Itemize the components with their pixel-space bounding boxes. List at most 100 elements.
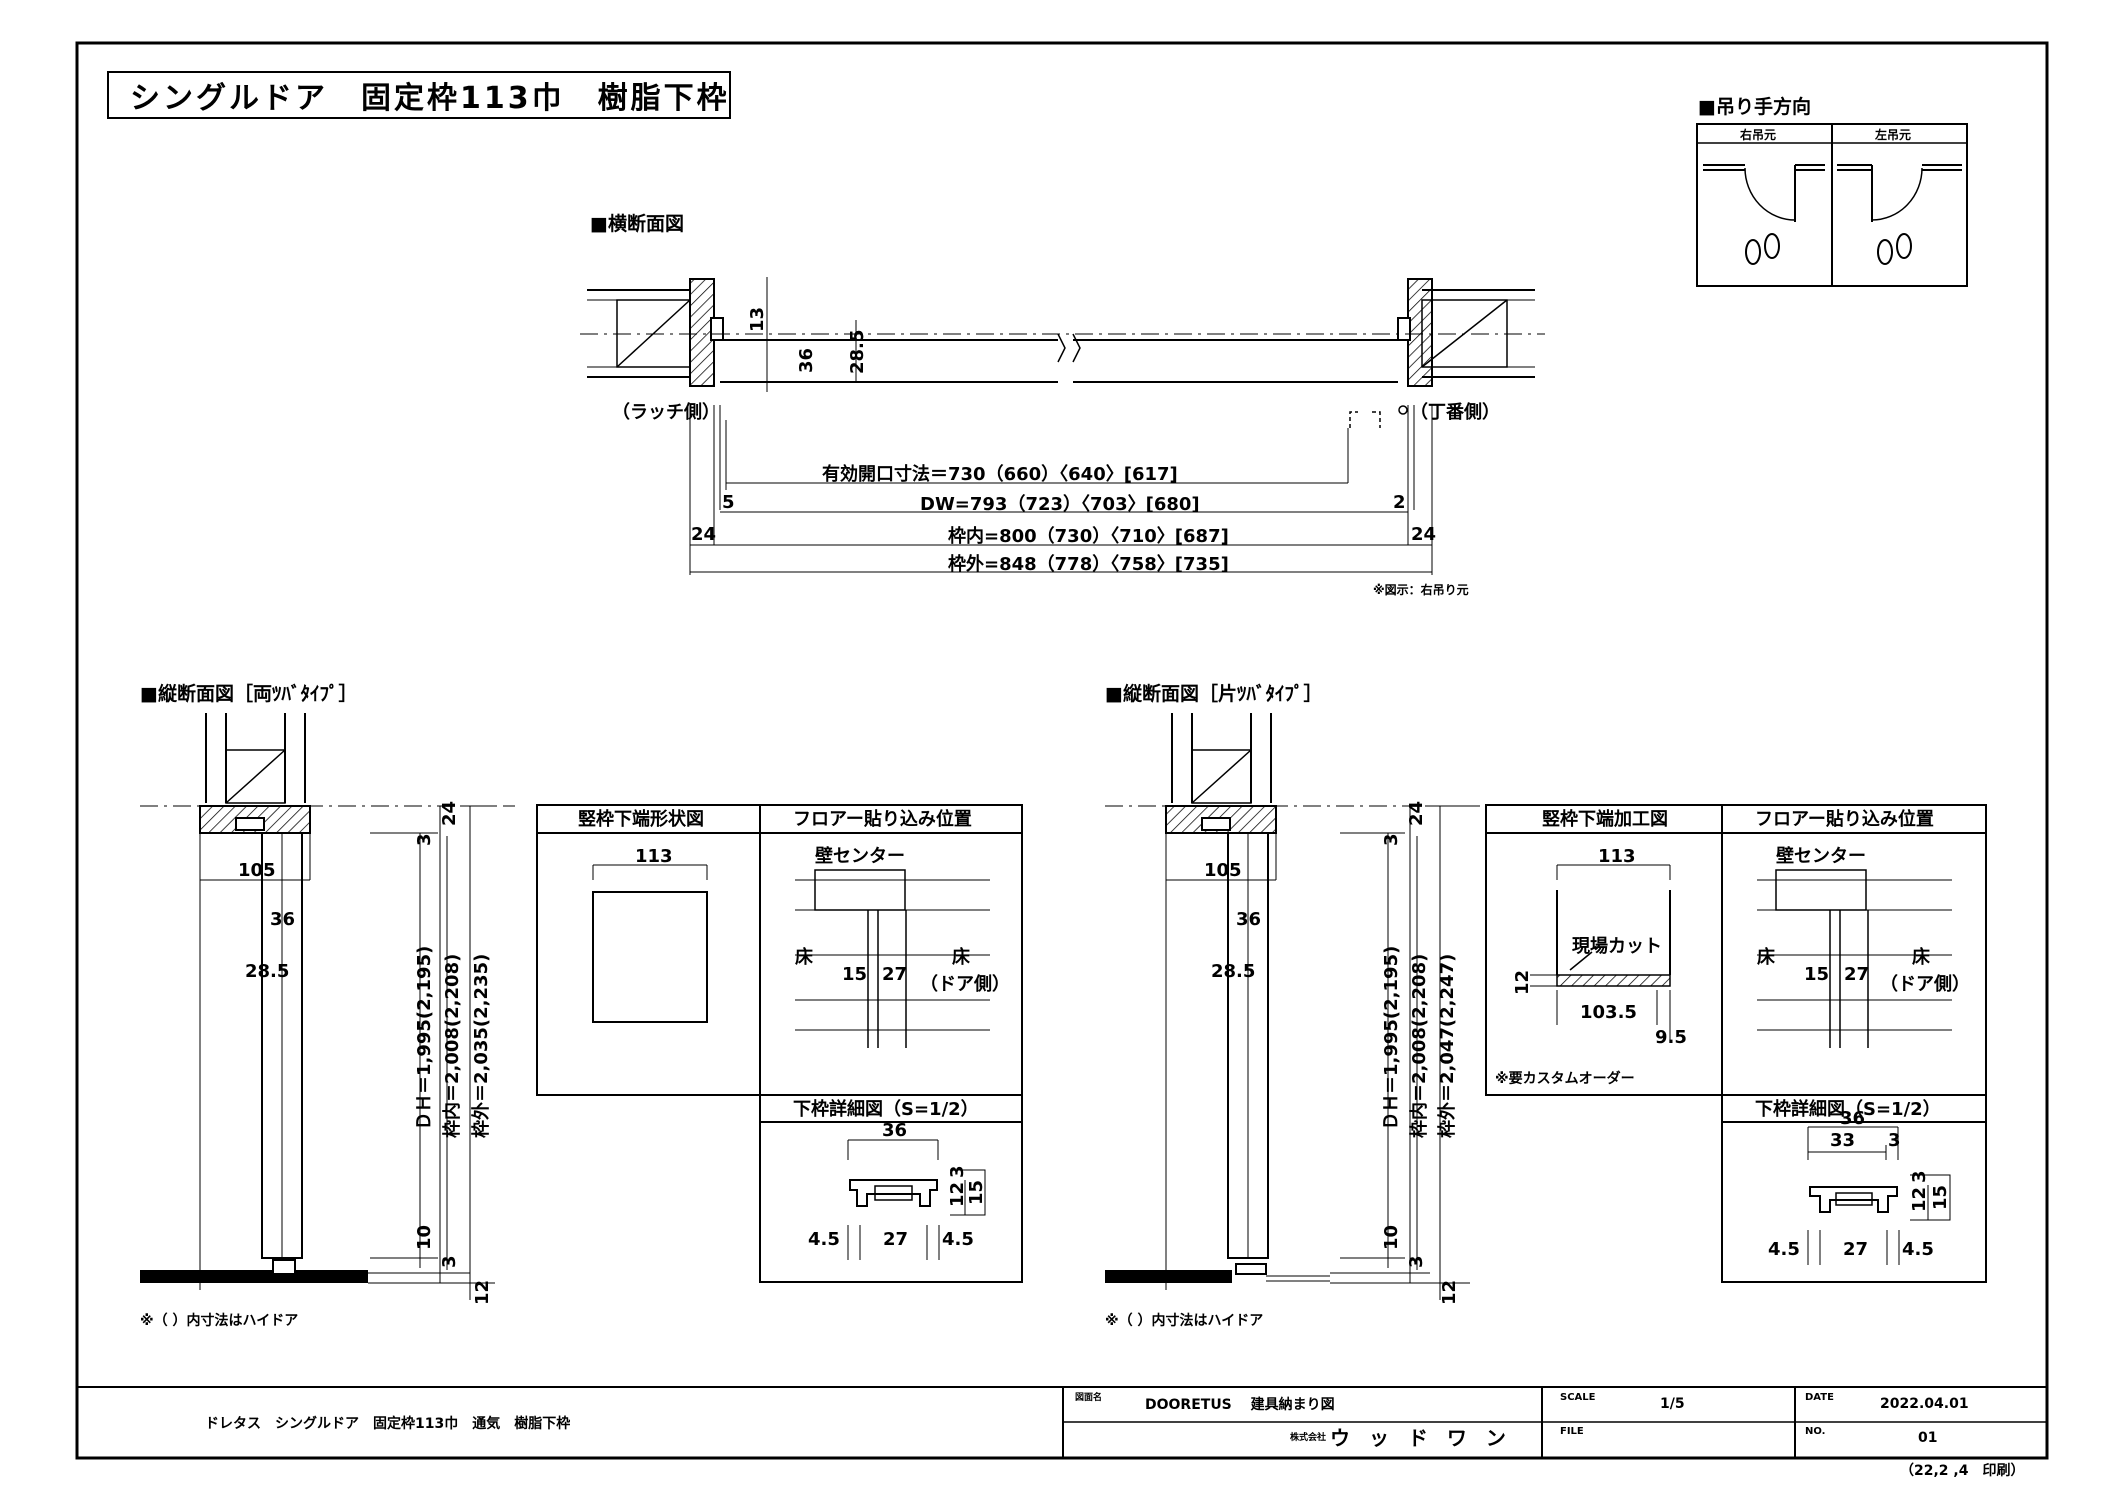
svg-text:15: 15: [1804, 964, 1829, 985]
svg-text:15: 15: [966, 1180, 987, 1205]
wall-center-label: 壁センター: [1776, 845, 1866, 867]
floor-position-title: フロアー貼り込み位置: [793, 808, 972, 830]
svg-text:15: 15: [1930, 1185, 1951, 1210]
footprint-icon: [1877, 233, 1912, 265]
left-section-heading: ■縦断面図［両ﾂﾊﾞﾀｲﾌﾟ］: [140, 682, 357, 705]
svg-text:DATE: DATE: [1805, 1392, 1834, 1403]
effective-opening-dim: 有効開口寸法＝730（660）〈640〉[617]: [822, 463, 1178, 485]
svg-text:27: 27: [1844, 964, 1869, 985]
svg-text:24: 24: [691, 524, 716, 545]
svg-text:床: 床: [1912, 946, 1931, 968]
right-frame-outer-dim: 枠外＝2,047(2,247): [1436, 954, 1458, 1138]
right-frame-inner-dim: 枠内＝2,008(2,208): [1408, 954, 1430, 1138]
left-dh-dim: ＤＨ＝1,995(2,195): [414, 946, 435, 1130]
right-section-note: ※（ ）内寸法はハイドア: [1105, 1312, 1263, 1329]
svg-text:3: 3: [1406, 1255, 1427, 1268]
page-title: シングルドア 固定枠113巾 樹脂下枠: [130, 81, 730, 116]
svg-text:36: 36: [796, 348, 817, 373]
company-name: ウ ッ ド ワ ン: [1330, 1426, 1512, 1450]
svg-text:（ドア側）: （ドア側）: [1880, 973, 1970, 995]
left-frame-outer-dim: 枠外＝2,035(2,235): [470, 954, 492, 1138]
svg-text:床: 床: [1757, 946, 1776, 968]
plan-section: ■横断面図 13 5 36 28.5 （ラッチ側） （丁番側）: [580, 212, 1545, 597]
custom-order-note: ※要カスタムオーダー: [1495, 1070, 1635, 1087]
drawing-name: DOORETUS 建具納まり図: [1145, 1396, 1335, 1413]
svg-text:2: 2: [1393, 492, 1406, 513]
svg-text:SCALE: SCALE: [1560, 1392, 1596, 1403]
frame-outer-dim: 枠外=848（778）〈758〉[735]: [948, 553, 1229, 575]
svg-text:4.5: 4.5: [942, 1229, 974, 1250]
svg-text:113: 113: [1598, 846, 1636, 867]
svg-text:36: 36: [1840, 1108, 1865, 1129]
svg-text:12: 12: [1909, 1187, 1930, 1212]
svg-text:12: 12: [1512, 970, 1533, 995]
svg-text:NO.: NO.: [1805, 1426, 1825, 1437]
wall-center-label: 壁センター: [815, 845, 905, 867]
svg-text:24: 24: [1411, 524, 1436, 545]
svg-text:5: 5: [847, 329, 868, 342]
svg-text:36: 36: [270, 909, 295, 930]
svg-text:12: 12: [1439, 1280, 1460, 1305]
svg-text:12: 12: [472, 1280, 493, 1305]
svg-text:27: 27: [1843, 1239, 1868, 1260]
svg-text:株式会社: 株式会社: [1290, 1431, 1326, 1443]
jamb-bottom-processing-title: 竪枠下端加工図: [1542, 808, 1668, 830]
bottom-frame-detail-title: 下枠詳細図（S=1/2）: [793, 1098, 979, 1120]
plan-heading: ■横断面図: [590, 212, 684, 235]
svg-text:105: 105: [1204, 860, 1242, 881]
svg-text:3: 3: [439, 1255, 460, 1268]
right-vertical-section: ■縦断面図［片ﾂﾊﾞﾀｲﾌﾟ］ 105 36 28.5 3 10 3 24 12…: [1105, 682, 1480, 1329]
svg-text:3: 3: [414, 833, 435, 846]
svg-text:3: 3: [947, 1165, 968, 1178]
svg-text:（ドア側）: （ドア側）: [920, 973, 1010, 995]
title-block: ドレタス シングルドア 固定枠113巾 通気 樹脂下枠 図面名 DOORETUS…: [77, 1386, 2047, 1479]
svg-text:3: 3: [1381, 833, 1402, 846]
left-frame-inner-dim: 枠内＝2,008(2,208): [441, 954, 463, 1138]
svg-text:10: 10: [414, 1225, 435, 1250]
svg-text:4.5: 4.5: [1902, 1239, 1934, 1260]
footprint-icon: [1745, 233, 1780, 265]
right-section-heading: ■縦断面図［片ﾂﾊﾞﾀｲﾌﾟ］: [1105, 682, 1322, 705]
svg-text:床: 床: [952, 946, 971, 968]
svg-text:36: 36: [1236, 909, 1261, 930]
frame-inner-dim: 枠内=800（730）〈710〉[687]: [948, 525, 1229, 547]
number-value: 01: [1918, 1430, 1937, 1446]
bottom-frame-detail-title: 下枠詳細図（S=1/2）: [1755, 1098, 1941, 1120]
svg-text:3: 3: [1909, 1170, 1930, 1183]
svg-text:4.5: 4.5: [1768, 1239, 1800, 1260]
floor-position-title: フロアー貼り込み位置: [1755, 808, 1934, 830]
svg-text:4.5: 4.5: [808, 1229, 840, 1250]
left-detail-table: 竪枠下端形状図 フロアー貼り込み位置 下枠詳細図（S=1/2） 113 壁センタ…: [536, 804, 1023, 1283]
right-detail-table: 竪枠下端加工図 フロアー貼り込み位置 下枠詳細図（S=1/2） 113 現場カッ…: [1485, 804, 1987, 1283]
svg-text:12: 12: [947, 1182, 968, 1207]
svg-text:103.5: 103.5: [1580, 1002, 1637, 1023]
svg-text:13: 13: [747, 307, 768, 332]
svg-text:105: 105: [238, 860, 276, 881]
svg-text:3: 3: [1888, 1130, 1901, 1151]
jamb-bottom-shape-title: 竪枠下端形状図: [578, 808, 704, 830]
svg-text:113: 113: [635, 846, 673, 867]
svg-text:28.5: 28.5: [1211, 961, 1255, 982]
print-note: （22,2 ,4 印刷）: [1900, 1462, 2024, 1479]
svg-text:27: 27: [883, 1229, 908, 1250]
latch-side-label: （ラッチ側）: [612, 401, 720, 423]
svg-text:24: 24: [1406, 801, 1427, 826]
hinge-side-label: （丁番側）: [1410, 401, 1500, 423]
svg-text:FILE: FILE: [1560, 1426, 1584, 1437]
drawing-description: ドレタス シングルドア 固定枠113巾 通気 樹脂下枠: [205, 1415, 570, 1432]
svg-text:15: 15: [842, 964, 867, 985]
plan-note: ※図示：右吊り元: [1373, 582, 1469, 597]
left-vertical-section: ■縦断面図［両ﾂﾊﾞﾀｲﾌﾟ］ 105 36 28.5 3 10 3 24 12…: [140, 682, 515, 1329]
date-value: 2022.04.01: [1880, 1396, 1969, 1412]
title-box: [107, 71, 731, 119]
hanging-heading: ■吊り手方向: [1698, 95, 1811, 118]
svg-text:28.5: 28.5: [245, 961, 289, 982]
svg-text:36: 36: [882, 1120, 907, 1141]
hanging-direction: ■吊り手方向 右吊元 左吊元: [1696, 95, 1968, 287]
sheet-border: [75, 41, 2049, 1460]
left-hinge-label: 左吊元: [1874, 127, 1911, 142]
scale-value: 1/5: [1660, 1396, 1685, 1412]
svg-text:10: 10: [1381, 1225, 1402, 1250]
svg-text:33: 33: [1830, 1130, 1855, 1151]
